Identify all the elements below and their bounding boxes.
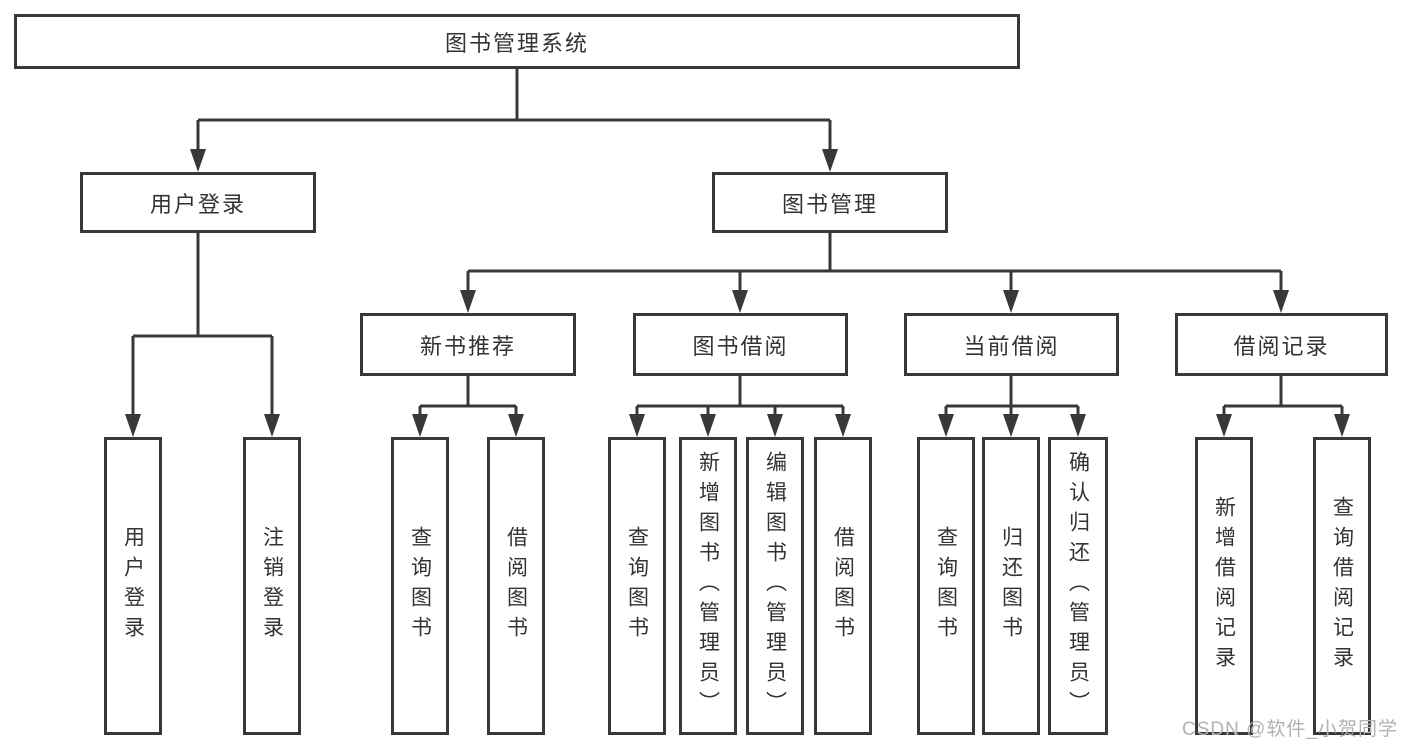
node-user-login: 用户登录 bbox=[80, 172, 316, 233]
leaf-query-books-borrow: 查询图书 bbox=[608, 437, 666, 735]
node-label: 图书管理系统 bbox=[444, 30, 589, 56]
leaf-label: 注销登录 bbox=[260, 526, 284, 646]
node-label: 图书借阅 bbox=[692, 333, 789, 359]
leaf-label: 确认归还（管理员） bbox=[1066, 451, 1090, 721]
leaf-return-books: 归还图书 bbox=[982, 437, 1040, 735]
leaf-edit-books-admin: 编辑图书（管理员） bbox=[746, 437, 804, 735]
leaf-label: 用户登录 bbox=[121, 526, 145, 646]
node-label: 用户登录 bbox=[149, 191, 246, 217]
leaf-label: 查询图书 bbox=[934, 526, 958, 646]
tree-edges bbox=[131, 69, 1344, 416]
node-current-borrowing: 当前借阅 bbox=[904, 313, 1119, 376]
node-label: 新书推荐 bbox=[419, 333, 516, 359]
leaf-label: 查询图书 bbox=[625, 526, 649, 646]
csdn-watermark: CSDN @软件_小贺同学 bbox=[1182, 719, 1398, 740]
leaf-label: 借阅图书 bbox=[831, 526, 855, 646]
leaf-label: 查询图书 bbox=[408, 526, 432, 646]
leaf-borrow-books: 借阅图书 bbox=[814, 437, 872, 735]
leaf-label: 归还图书 bbox=[999, 526, 1023, 646]
arrowheads bbox=[125, 149, 1350, 437]
leaf-label: 编辑图书（管理员） bbox=[763, 451, 787, 721]
leaf-logout: 注销登录 bbox=[243, 437, 301, 735]
node-book-management: 图书管理 bbox=[712, 172, 948, 233]
node-borrowing-records: 借阅记录 bbox=[1175, 313, 1388, 376]
node-book-borrowing: 图书借阅 bbox=[633, 313, 848, 376]
leaf-query-borrow-record: 查询借阅记录 bbox=[1313, 437, 1371, 735]
leaf-label: 借阅图书 bbox=[504, 526, 528, 646]
leaf-borrow-books-recommend: 借阅图书 bbox=[487, 437, 545, 735]
leaf-add-books-admin: 新增图书（管理员） bbox=[679, 437, 737, 735]
node-label: 图书管理 bbox=[781, 191, 878, 217]
leaf-confirm-return-admin: 确认归还（管理员） bbox=[1048, 437, 1108, 735]
leaf-label: 新增图书（管理员） bbox=[696, 451, 720, 721]
leaf-label: 查询借阅记录 bbox=[1330, 496, 1354, 676]
leaf-label: 新增借阅记录 bbox=[1212, 496, 1236, 676]
node-library-system: 图书管理系统 bbox=[14, 14, 1020, 69]
leaf-add-borrow-record: 新增借阅记录 bbox=[1195, 437, 1253, 735]
node-new-book-recommend: 新书推荐 bbox=[360, 313, 576, 376]
node-label: 借阅记录 bbox=[1233, 333, 1330, 359]
node-label: 当前借阅 bbox=[963, 333, 1060, 359]
leaf-query-books-current: 查询图书 bbox=[917, 437, 975, 735]
leaf-query-books-recommend: 查询图书 bbox=[391, 437, 449, 735]
leaf-user-login: 用户登录 bbox=[104, 437, 162, 735]
